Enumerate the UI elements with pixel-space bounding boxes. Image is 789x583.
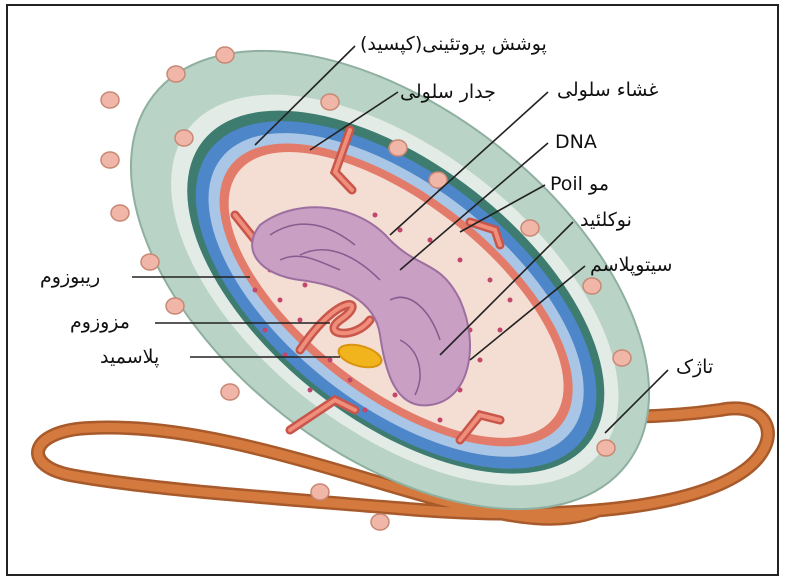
label-pili: مو Poil: [550, 172, 609, 196]
label-nucleoid: نوکلئید: [580, 208, 632, 232]
label-cell-wall: جدار سلولی: [400, 80, 496, 104]
label-dna: DNA: [555, 130, 597, 154]
label-ribosome: ریبوزوم: [40, 265, 100, 289]
label-flagellum: تاژک: [676, 355, 713, 379]
label-capsid: پوشش پروتئینی(کپسید): [360, 32, 547, 56]
label-plasma-membrane: غشاء سلولی: [557, 78, 658, 102]
label-mesosome: مزوزوم: [70, 310, 130, 334]
label-cytoplasm: سیتوپلاسم: [590, 253, 672, 277]
label-plasmid: پلاسمید: [100, 345, 159, 369]
